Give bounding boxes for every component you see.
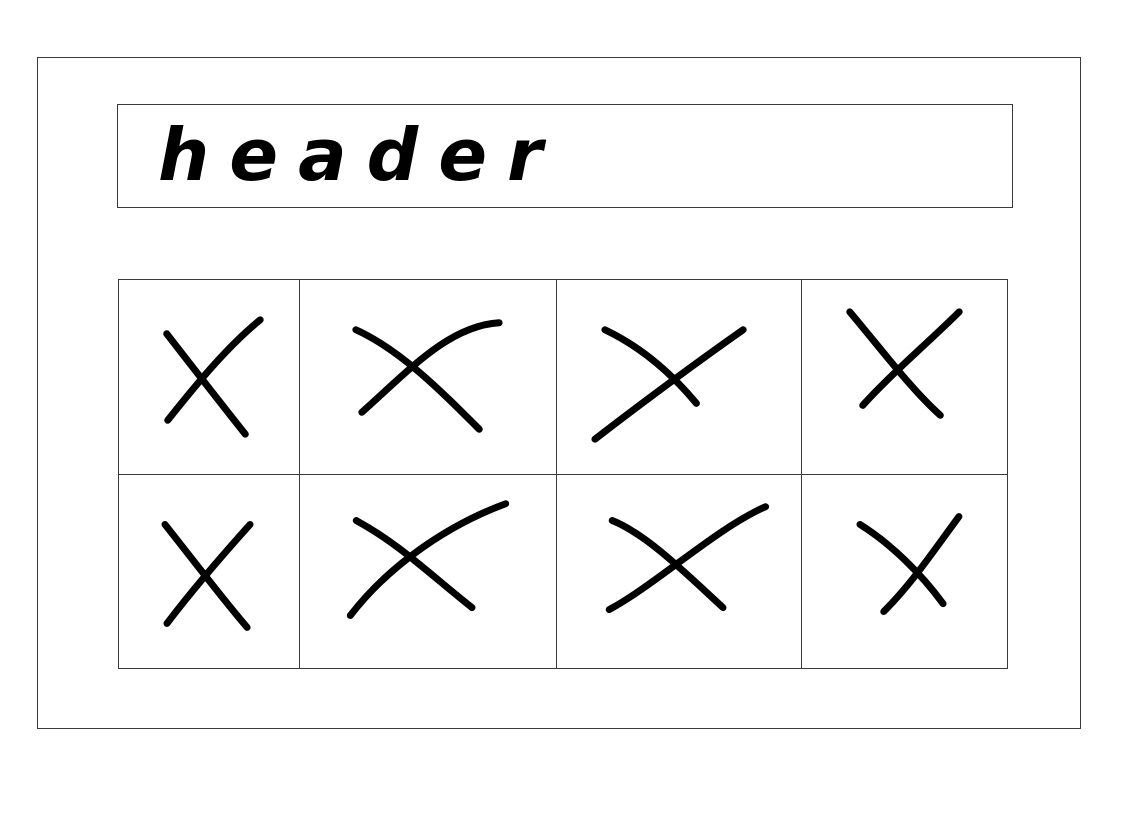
grid-cell-3 — [557, 280, 802, 475]
grid-cell-5 — [119, 475, 300, 668]
grid-cell-4 — [802, 280, 1007, 475]
grid-cell-7 — [557, 475, 802, 668]
placeholder-x-icon — [591, 326, 747, 443]
grid-cell-1 — [119, 280, 300, 475]
placeholder-x-icon — [605, 503, 770, 614]
placeholder-x-icon — [846, 308, 963, 419]
page-frame — [37, 57, 1081, 729]
placeholder-x-icon — [163, 316, 264, 438]
grid-cell-2 — [300, 280, 557, 475]
header-label: header — [158, 113, 563, 197]
header-box: header — [117, 104, 1013, 208]
placeholder-x-icon — [161, 521, 254, 631]
grid-cell-8 — [802, 475, 1007, 668]
placeholder-x-icon — [352, 319, 503, 433]
placeholder-x-icon — [346, 500, 510, 620]
grid-cell-6 — [300, 475, 557, 668]
image-grid — [118, 279, 1008, 669]
placeholder-x-icon — [856, 513, 963, 616]
